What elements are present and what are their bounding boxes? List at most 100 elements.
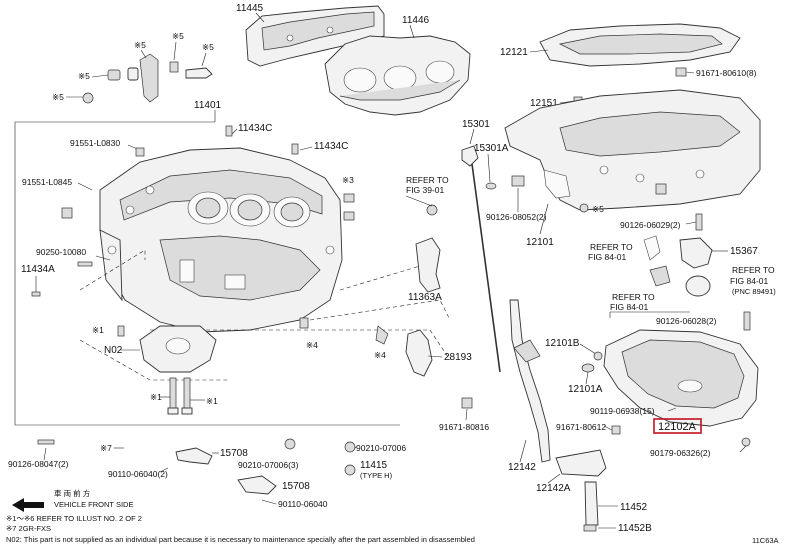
label-12101a: 12101A xyxy=(568,384,603,395)
ref-fig84b-l1: REFER TO xyxy=(732,265,775,275)
intake-plenum-11446[interactable] xyxy=(324,35,471,116)
plug-90179-06326[interactable] xyxy=(741,437,751,447)
dipstick-handle[interactable] xyxy=(461,145,479,167)
label-11452b: 11452B xyxy=(618,523,652,534)
plug-m5f[interactable] xyxy=(579,203,589,213)
mark-5a: ※5 xyxy=(134,40,146,50)
bearing-cap-N02[interactable] xyxy=(139,325,217,373)
label-11434a: 11434A xyxy=(21,264,55,275)
footnote-3: N02: This part is not supplied as an ind… xyxy=(6,535,475,544)
stud-90126-08052[interactable] xyxy=(511,175,525,187)
label-15708-a: 15708 xyxy=(220,448,248,459)
label-15708-b: 15708 xyxy=(282,481,310,492)
dowel-pin-2 xyxy=(343,211,355,221)
oil-jet[interactable] xyxy=(375,325,389,345)
bolt-m4[interactable] xyxy=(299,317,309,329)
cover-15367[interactable] xyxy=(679,237,713,269)
bolt-91671-80816[interactable] xyxy=(461,397,473,409)
bolt-91671-80612[interactable] xyxy=(611,425,621,435)
oil-pan-upper-12101[interactable] xyxy=(504,89,761,211)
plug-11434c-b[interactable] xyxy=(291,143,299,155)
cover-11363a[interactable] xyxy=(415,237,441,293)
label-12101b: 12101B xyxy=(545,338,580,349)
mark-4: ※4 xyxy=(306,340,318,350)
ref-fig84b-l2: FIG 84-01 xyxy=(730,276,769,286)
label-11445: 11445 xyxy=(236,3,264,14)
label-91671-80816: 91671-80816 xyxy=(439,422,489,432)
cylinder-block-11401[interactable] xyxy=(99,147,343,333)
ref-fig84c-l1: REFER TO xyxy=(612,292,655,302)
bracket-15708-b[interactable] xyxy=(237,475,277,495)
dipstick-guide-12142[interactable] xyxy=(509,299,551,463)
vehicle-front-jp: 車 両 前 方 xyxy=(54,488,91,498)
highlight-12102a[interactable] xyxy=(653,418,702,434)
vehicle-front-label: VEHICLE FRONT SIDE xyxy=(54,500,133,509)
mark-5d: ※5 xyxy=(78,71,90,81)
filter-ref[interactable] xyxy=(643,235,661,261)
plug-12101b[interactable] xyxy=(593,351,603,361)
mark-7: ※7 xyxy=(100,443,112,453)
label-90126-08052: 90126-08052(2) xyxy=(486,212,547,222)
engine-cover-11445[interactable] xyxy=(245,5,385,67)
plug-upper[interactable] xyxy=(655,183,667,195)
plug-90210-07006-b[interactable] xyxy=(284,438,296,450)
dipstick-15301[interactable] xyxy=(471,163,501,373)
gasket-12101a[interactable] xyxy=(581,363,595,373)
plug-11434a[interactable] xyxy=(31,291,41,297)
label-15367: 15367 xyxy=(730,246,758,257)
ref-fig84a-l2: FIG 84-01 xyxy=(588,252,627,262)
plug-90210-07006-a[interactable] xyxy=(344,441,356,453)
vehicle-front-arrow-icon xyxy=(12,498,44,512)
ref-fig84c-l2: FIG 84-01 xyxy=(610,302,649,312)
label-90250-10080: 90250-10080 xyxy=(36,247,86,257)
label-11363a: 11363A xyxy=(408,292,442,303)
stud-90126-06029[interactable] xyxy=(695,213,703,231)
mark-1a: ※1 xyxy=(92,325,104,335)
baffle-plate-12121[interactable] xyxy=(539,23,741,67)
oring-15301a[interactable] xyxy=(485,182,497,190)
label-11415: 11415 xyxy=(360,460,388,471)
oil-filter-union[interactable] xyxy=(649,265,711,297)
label-90110-06040-a: 90110-06040(2) xyxy=(108,469,168,479)
plug-11452b[interactable] xyxy=(583,524,597,532)
label-90126-06028: 90126-06028(2) xyxy=(656,316,717,326)
label-11452: 11452 xyxy=(620,502,648,513)
label-11434c-a: 11434C xyxy=(238,123,272,134)
label-12101: 12101 xyxy=(526,237,554,248)
stud-90126-06028[interactable] xyxy=(743,311,751,331)
label-90126-06029: 90126-06029(2) xyxy=(620,220,681,230)
bolt-91551-l0830[interactable] xyxy=(135,147,145,157)
label-12142: 12142 xyxy=(508,462,536,473)
label-12151: 12151 xyxy=(530,98,558,109)
oil-pan-lower-12102a[interactable] xyxy=(603,329,759,427)
illust-code: 11C63A xyxy=(752,536,779,545)
label-11446: 11446 xyxy=(402,15,430,26)
bracket-28193[interactable] xyxy=(405,329,433,377)
tube-12142a[interactable] xyxy=(555,449,607,477)
bracket-15708-a[interactable] xyxy=(175,447,213,465)
mark-4b: ※4 xyxy=(374,350,386,360)
label-91551-l0830: 91551-L0830 xyxy=(70,138,120,148)
plug-11415[interactable] xyxy=(344,464,356,476)
mark-5b: ※5 xyxy=(172,31,184,41)
stud-90126-08047[interactable] xyxy=(37,439,55,445)
pipe-11452[interactable] xyxy=(584,481,599,526)
label-90179-06326: 90179-06326(2) xyxy=(650,448,711,458)
bolt-group-top[interactable] xyxy=(82,53,213,104)
plug-11434c-a[interactable] xyxy=(225,125,233,137)
label-11401: 11401 xyxy=(194,100,222,111)
bolt-m1a[interactable] xyxy=(117,325,125,337)
bolt-91671-80610[interactable] xyxy=(675,67,687,77)
label-11434c-b: 11434C xyxy=(314,141,348,152)
label-15301: 15301 xyxy=(462,119,490,130)
label-91551-l0845: 91551-L0845 xyxy=(22,177,72,187)
main-bearing-bolts[interactable] xyxy=(167,377,193,415)
plug-fig39[interactable] xyxy=(426,204,438,216)
label-12121: 12121 xyxy=(500,47,528,58)
ref-fig39-l2: FIG 39-01 xyxy=(406,185,445,195)
pin-90250-10080[interactable] xyxy=(77,261,93,267)
label-90210-07006-b: 90210-07006(3) xyxy=(238,460,299,470)
bolt-91551-l0845[interactable] xyxy=(61,207,73,219)
footnote-2: ※7 2GR-FXS xyxy=(6,524,51,533)
